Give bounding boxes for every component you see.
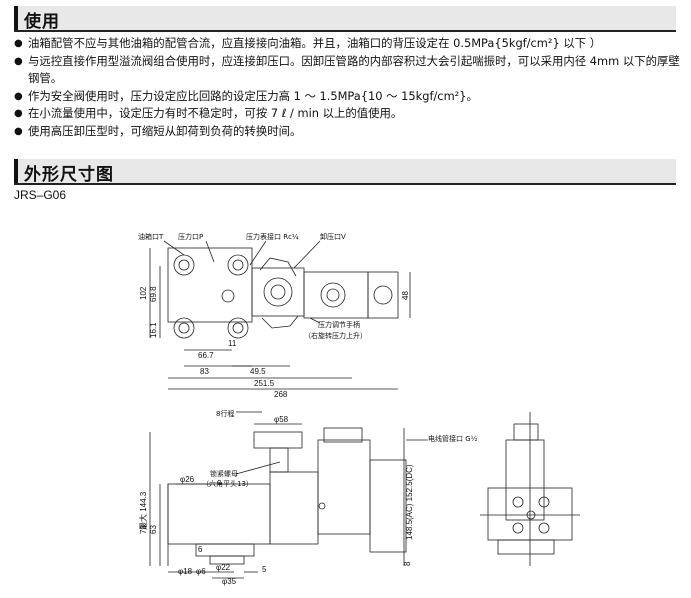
dim-102: 102 bbox=[139, 286, 148, 300]
front-view bbox=[149, 411, 428, 579]
usage-item: 作为安全阀使用时，压力设定应比回路的设定压力高 1 ～ 1.5MPa{10 ～ … bbox=[14, 88, 682, 106]
side-solenoid bbox=[505, 439, 545, 521]
dim-16-1: 16.1 bbox=[149, 322, 158, 338]
solenoid-cap-top bbox=[367, 271, 399, 319]
handle-note: （右旋转压力上升） bbox=[304, 331, 367, 340]
dim-251-5: 251.5 bbox=[254, 379, 275, 388]
pilot-front bbox=[269, 471, 319, 545]
solenoid-height-label: 148.5(AC) 152.5(DC) bbox=[405, 464, 414, 540]
pilot-block-top bbox=[251, 267, 305, 317]
dim-phi35: φ35 bbox=[222, 577, 237, 586]
dim-phi58: φ58 bbox=[274, 415, 289, 424]
handle-front bbox=[253, 431, 303, 449]
dimensions-section-header: 外形尺寸图 bbox=[14, 159, 676, 185]
top-view bbox=[149, 240, 411, 390]
usage-section-header: 使用 bbox=[14, 6, 676, 32]
valve-body-top bbox=[167, 247, 253, 323]
dim-phi18: φ18 bbox=[178, 567, 193, 576]
body-front bbox=[167, 483, 271, 545]
solenoid-top bbox=[303, 271, 369, 319]
header-accent-bar bbox=[14, 6, 18, 30]
dim-83: 83 bbox=[200, 367, 209, 376]
dim-5: 5 bbox=[262, 565, 267, 574]
stroke-label: 8行程 bbox=[216, 409, 234, 418]
max-height-label: 最大 144.3 bbox=[138, 491, 148, 530]
gauge-port-label: 压力表接口 Rc¼ bbox=[246, 232, 299, 241]
solenoid-front bbox=[317, 439, 371, 535]
dim-69-8: 69.8 bbox=[149, 286, 158, 302]
model-code: JRS–G06 bbox=[14, 188, 67, 202]
side-view bbox=[480, 412, 580, 566]
usage-item: 在小流量使用中，设定压力有时不稳定时，可按 7 ℓ / min 以上的值使用。 bbox=[14, 105, 682, 123]
dim-66-7: 66.7 bbox=[198, 351, 214, 360]
lock-nut-note: （六角平头13） bbox=[202, 479, 253, 488]
usage-list: 油箱配管不应与其他油箱的配管合流，应直接接向油箱。并且，油箱口的背压设定在 0.… bbox=[14, 35, 682, 141]
dimensions-title: 外形尺寸图 bbox=[24, 165, 114, 185]
pressure-port-label: 压力口P bbox=[178, 232, 203, 241]
lock-nut-label: 锁紧螺母 bbox=[210, 469, 238, 478]
conduit-label: 电线管接口 G½ bbox=[428, 434, 478, 443]
usage-item: 使用高压卸压型时，可缩短从卸荷到负荷的转换时间。 bbox=[14, 123, 682, 141]
dim-6: 6 bbox=[198, 545, 203, 554]
dim-49-5: 49.5 bbox=[250, 367, 266, 376]
dim-268: 268 bbox=[274, 390, 288, 399]
dim-phi22: φ22 bbox=[216, 563, 231, 572]
vent-port-label: 卸压口V bbox=[320, 232, 346, 241]
dim-48: 48 bbox=[401, 291, 410, 300]
dim-phi6: φ6 bbox=[196, 567, 206, 576]
dim-63: 63 bbox=[149, 525, 158, 534]
usage-item: 油箱配管不应与其他油箱的配管合流，应直接接向油箱。并且，油箱口的背压设定在 0.… bbox=[14, 35, 682, 53]
dim-73: 73 bbox=[139, 525, 148, 534]
dim-phi26: φ26 bbox=[180, 475, 195, 484]
usage-item: 与远控直接作用型溢流阀组合使用时，应连接卸压口。因卸压管路的内部容积过大会引起喘… bbox=[14, 53, 682, 88]
handle-label: 压力调节手柄 bbox=[318, 320, 360, 329]
header-accent-bar bbox=[14, 159, 18, 183]
coil-front bbox=[369, 459, 407, 553]
usage-title: 使用 bbox=[24, 12, 60, 32]
dim-11: 11 bbox=[228, 339, 237, 348]
dim-8: 8 bbox=[403, 561, 412, 566]
tank-port-label: 油箱口T bbox=[138, 232, 164, 241]
